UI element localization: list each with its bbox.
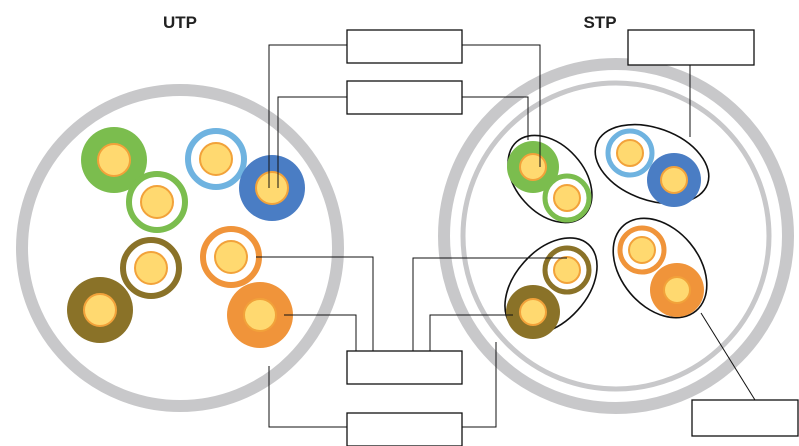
- utp-wire-green-solid: [81, 127, 147, 193]
- stp-pair-shield-green: [507, 134, 593, 224]
- leader-bottom1-utp-b: [284, 314, 357, 351]
- label-box-top-1: [346, 29, 463, 64]
- label-box-bottom-2: [346, 412, 463, 446]
- leader-bottom2-stp: [462, 342, 497, 428]
- label-box-top-2: [346, 80, 463, 115]
- utp-outer-jacket: [16, 84, 344, 412]
- stp-wire-orange-solid: [650, 263, 704, 317]
- utp-cable: [16, 84, 344, 412]
- stp-wire-brown-solid: [506, 285, 560, 339]
- label-box-stp-top-right: [627, 29, 755, 66]
- stp-wire-brown-white: [542, 245, 592, 295]
- leader-top2-stp: [462, 96, 529, 140]
- utp-wire-green-white: [126, 171, 188, 233]
- stp-wire-blue-white: [605, 128, 655, 178]
- leader-bottom2-utp: [268, 366, 347, 428]
- stp-cable: [438, 58, 794, 414]
- leader-bottom1-utp-a: [256, 256, 374, 351]
- leader-top1-stp: [462, 44, 541, 167]
- utp-wire-blue-white: [185, 128, 247, 190]
- leader-top1-utp: [268, 44, 347, 188]
- label-box-bottom-1: [346, 350, 463, 385]
- stp-wire-orange-white: [617, 225, 667, 275]
- utp-wire-orange-solid: [227, 282, 293, 348]
- stp-outer-jacket: [438, 58, 794, 414]
- utp-wire-blue-solid: [239, 155, 305, 221]
- utp-wire-brown-solid: [67, 277, 133, 343]
- stp-wire-green-white: [542, 173, 592, 223]
- utp-wire-orange-white: [200, 226, 262, 288]
- label-box-stp-bottom-right: [691, 399, 799, 437]
- stp-pair-shield-orange: [612, 217, 708, 319]
- leader-bottom1-stp-b: [429, 314, 513, 351]
- leader-stp-bottom-right: [700, 312, 756, 401]
- leader-bottom1-stp-a: [412, 257, 567, 351]
- leader-lines: [256, 44, 756, 428]
- stp-pair-shield-blue: [594, 123, 710, 205]
- utp-title: UTP: [163, 13, 197, 32]
- leader-top2-utp: [277, 96, 347, 188]
- stp-title: STP: [583, 13, 616, 32]
- utp-wire-brown-white: [120, 237, 182, 299]
- stp-wire-blue-solid: [647, 153, 701, 207]
- stp-overall-shield: [460, 80, 772, 392]
